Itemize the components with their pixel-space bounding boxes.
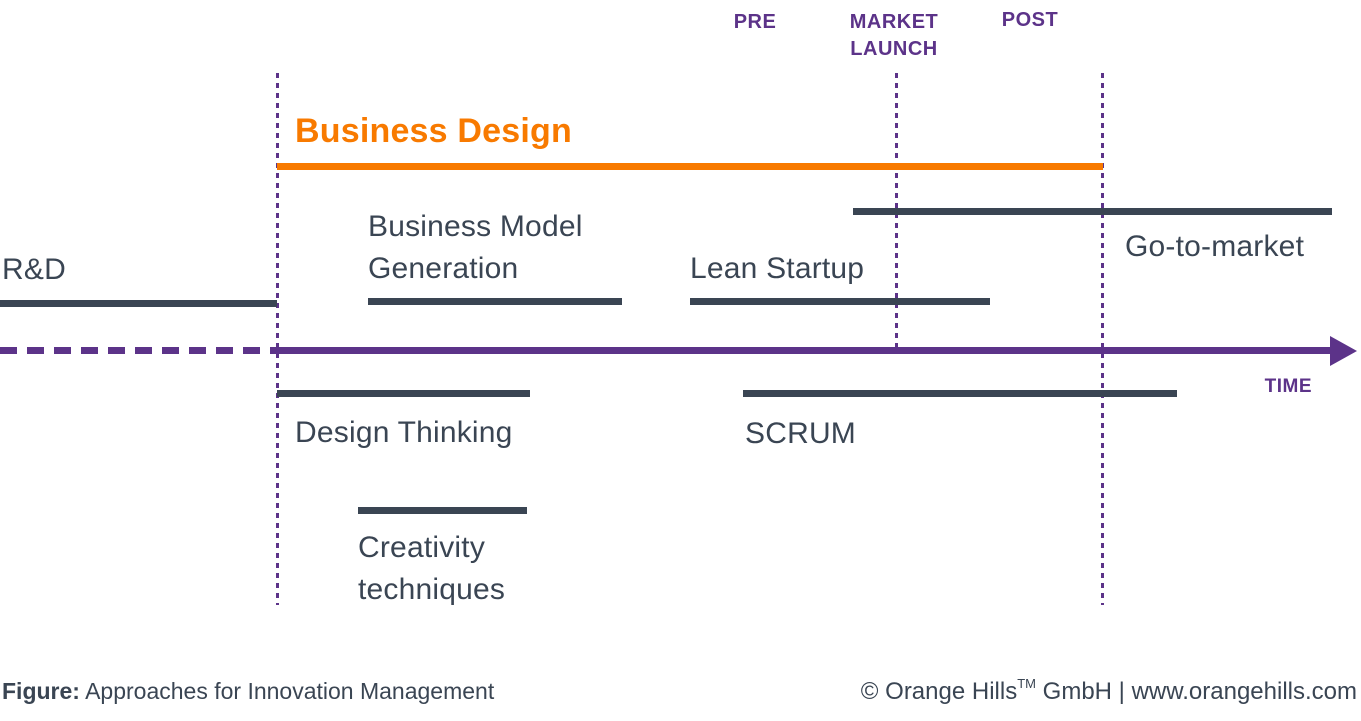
- lean-startup-bar: [690, 298, 990, 305]
- trademark-superscript: TM: [1017, 676, 1036, 691]
- timeline-arrow-icon: [1330, 336, 1357, 366]
- design-thinking-bar: [277, 390, 530, 397]
- creativity-techniques-label: Creativity techniques: [358, 531, 506, 606]
- rnd-label: R&D: [2, 253, 66, 286]
- business-design-label: Business Design: [295, 112, 572, 150]
- time-axis-label: TIME: [1264, 376, 1312, 397]
- figure-caption-text: Approaches for Innovation Management: [85, 678, 495, 704]
- figure-caption-label: Figure:: [2, 678, 80, 704]
- go-to-market-bar: [853, 208, 1332, 215]
- business-model-generation-bar: [368, 298, 622, 305]
- scrum-bar: [743, 390, 1177, 397]
- copyright-website: GmbH | www.orangehills.com: [1042, 678, 1357, 705]
- go-to-market-label: Go-to-market: [1125, 230, 1305, 263]
- lean-startup-label: Lean Startup: [690, 252, 865, 285]
- business-model-generation-label: Business Model Generation: [368, 210, 583, 285]
- copyright-company: © Orange Hills: [860, 678, 1018, 705]
- phase-label-post: POST: [1001, 9, 1059, 31]
- dotted-guide-post-launch: [1101, 73, 1104, 605]
- business-design-bar: [277, 163, 1103, 170]
- copyright-attribution: © Orange HillsTM GmbH | www.orangehills.…: [860, 676, 1357, 706]
- dotted-guide-project-start: [276, 73, 279, 605]
- scrum-label: SCRUM: [745, 417, 856, 450]
- timeline-dashed-segment: [0, 347, 277, 354]
- timeline-solid-segment: [277, 347, 1331, 354]
- rnd-bar: [0, 300, 277, 307]
- phase-label-market-launch: MARKET LAUNCH: [849, 11, 939, 60]
- creativity-techniques-bar: [358, 507, 527, 514]
- design-thinking-label: Design Thinking: [295, 416, 513, 449]
- phase-label-pre: PRE: [733, 11, 777, 33]
- figure-caption: Figure: Approaches for Innovation Manage…: [2, 678, 494, 705]
